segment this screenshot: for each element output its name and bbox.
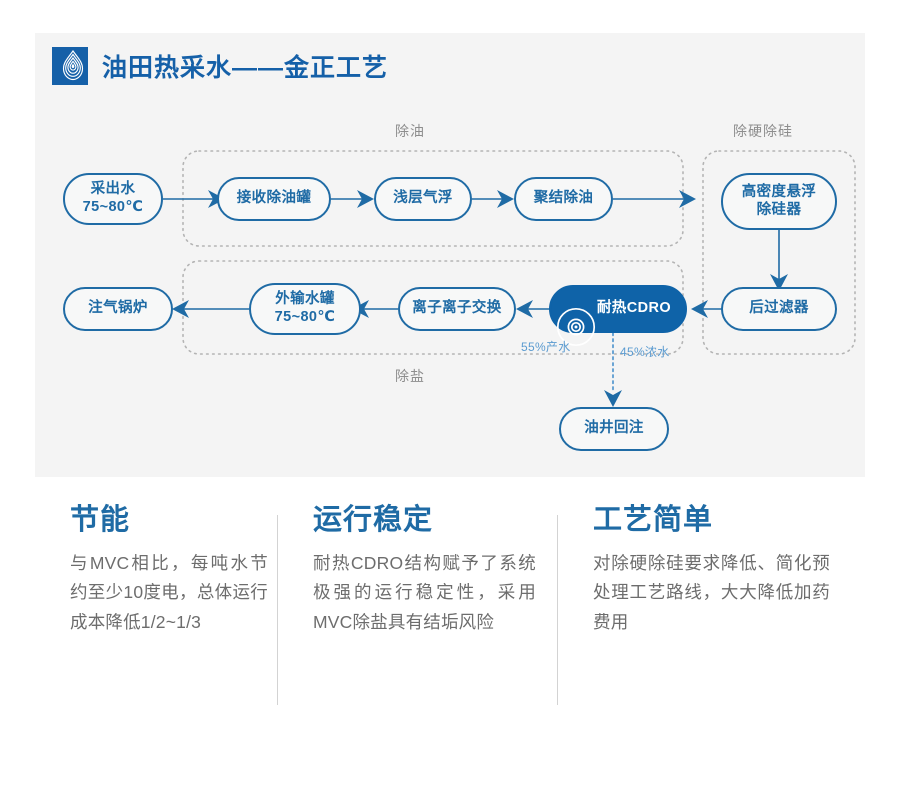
page-title: 油田热采水——金正工艺 <box>102 54 389 82</box>
feature-columns: 节能 与MVC相比，每吨水节约至少10度电，总体运行成本降低1/2~1/3 运行… <box>0 504 900 745</box>
concentric-ring-icon <box>556 289 596 346</box>
feature-title-simple-process: 工艺简单 <box>593 504 714 536</box>
feature-body-stable-operation: 耐热CDRO结构赋予了系统极强的运行稳定性，采用MVC除盐具有结垢风险 <box>313 552 536 632</box>
group-box-hardness <box>702 150 856 355</box>
flow-note-permeate: 55%产水 <box>521 340 571 354</box>
node-ion-exchange[interactable]: 离子离子交换 <box>398 287 516 331</box>
water-drop-ripple-logo-icon <box>52 47 88 85</box>
feature-column-energy-saving: 节能 与MVC相比，每吨水节约至少10度电，总体运行成本降低1/2~1/3 <box>0 504 278 745</box>
feature-divider-2 <box>557 515 558 705</box>
group-label-deoiling: 除油 <box>395 123 425 139</box>
node-shallow-flotation[interactable]: 浅层气浮 <box>374 177 472 221</box>
feature-body-energy-saving: 与MVC相比，每吨水节约至少10度电，总体运行成本降低1/2~1/3 <box>70 552 268 632</box>
feature-divider-1 <box>277 515 278 705</box>
node-export-water-tank[interactable]: 外输水罐 75~80℃ <box>249 283 361 335</box>
node-label-cdro: 耐热CDRO <box>596 300 671 317</box>
node-steam-injection-boiler[interactable]: 注气锅炉 <box>63 287 173 331</box>
feature-column-simple-process: 工艺简单 对除硬除硅要求降低、简化预处理工艺路线，大大降低加药费用 <box>558 504 858 745</box>
node-receiving-tank[interactable]: 接收除油罐 <box>217 177 331 221</box>
group-label-hardness: 除硬除硅 <box>733 123 793 139</box>
process-flow-diagram: 除油 除硬除硅 除盐 采出水 75~80℃ 接收除油罐 浅层气浮 聚结除油 高密… <box>35 33 865 477</box>
flow-connectors <box>163 150 856 407</box>
node-produced-water[interactable]: 采出水 75~80℃ <box>63 173 163 225</box>
node-heat-resistant-cdro[interactable]: 耐热CDRO <box>549 285 687 346</box>
node-coalescing-deoiler[interactable]: 聚结除油 <box>514 177 613 221</box>
node-high-density-desilication[interactable]: 高密度悬浮 除硅器 <box>721 173 837 230</box>
feature-body-simple-process: 对除硬除硅要求降低、简化预处理工艺路线，大大降低加药费用 <box>593 552 830 632</box>
node-well-reinjection[interactable]: 油井回注 <box>559 407 669 451</box>
feature-title-energy-saving: 节能 <box>70 504 131 536</box>
page-header: 油田热采水——金正工艺 <box>52 47 388 85</box>
node-post-filter[interactable]: 后过滤器 <box>721 287 837 331</box>
diagram-panel: 油田热采水——金正工艺 <box>35 33 865 477</box>
feature-title-stable-operation: 运行稳定 <box>313 504 434 536</box>
flow-note-concentrate: 45%浓水 <box>620 345 670 359</box>
feature-column-stable-operation: 运行稳定 耐热CDRO结构赋予了系统极强的运行稳定性，采用MVC除盐具有结垢风险 <box>278 504 558 745</box>
group-label-desalting: 除盐 <box>395 368 425 384</box>
